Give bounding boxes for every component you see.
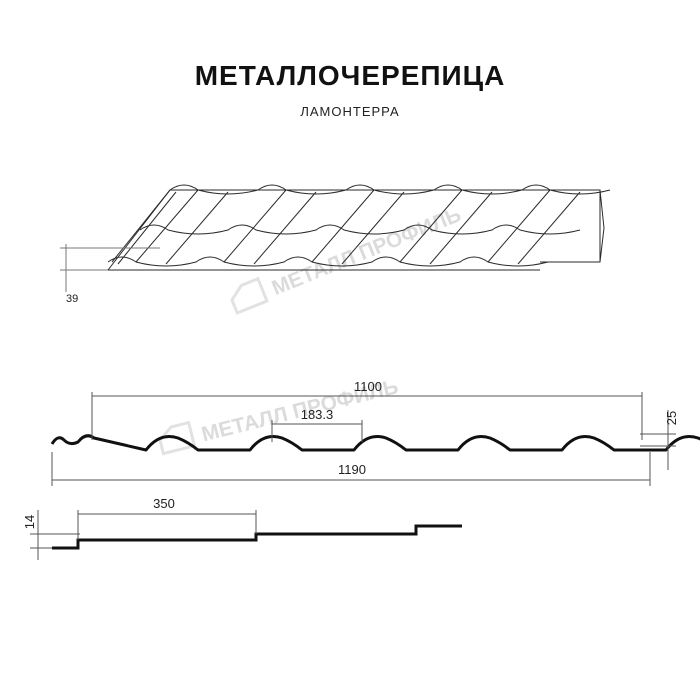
pitch-label: 183.3 [301,407,334,422]
svg-text:МЕТАЛЛ ПРОФИЛЬ: МЕТАЛЛ ПРОФИЛЬ [269,203,465,300]
profile-height-label: 25 [664,411,679,425]
watermark-top: МЕТАЛЛ ПРОФИЛЬ [230,203,465,315]
step-height-label: 14 [22,515,37,529]
step-length-label: 350 [153,496,175,511]
total-width-label: 1190 [338,462,366,477]
page-subtitle: ЛАМОНТЕРРА [300,104,400,119]
cross-section-profile-line [50,434,700,452]
step-profile-line [52,524,462,550]
perspective-height-label: 39 [66,293,78,305]
step-profile-view: 350 14 [22,496,462,560]
cross-section-view: 1100 183.3 25 1190 [50,379,700,486]
page-title: МЕТАЛЛОЧЕРЕПИЦА [194,60,506,91]
useful-width-label: 1100 [354,379,382,394]
perspective-sheet-view [60,184,611,292]
